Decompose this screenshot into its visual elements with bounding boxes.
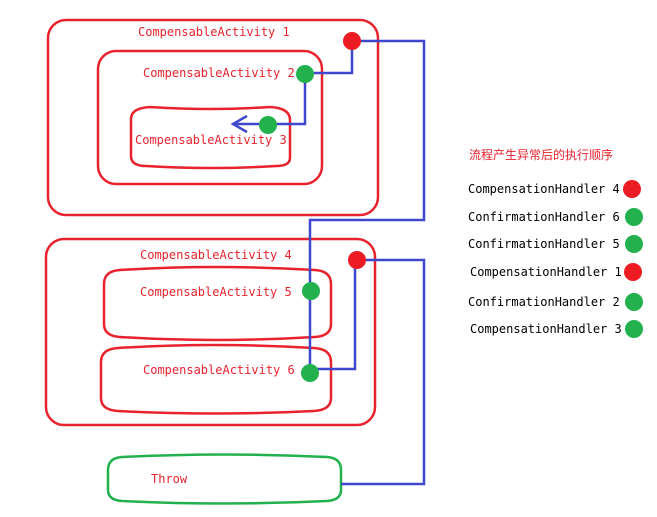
legend-item-label: CompensationHandler 1 (470, 265, 622, 279)
activity3-label: CompensableActivity 3 (135, 133, 287, 147)
legend-item-label: ConfirmationHandler 5 (468, 237, 620, 251)
activity5-box (102, 265, 333, 342)
activity5-label: CompensableActivity 5 (140, 285, 292, 299)
legend-item-dot (623, 180, 641, 198)
activity4-handler-dot (348, 251, 366, 269)
activity4-box (44, 237, 377, 427)
legend-item-label: ConfirmationHandler 2 (468, 295, 620, 309)
legend-item-label: ConfirmationHandler 6 (468, 210, 620, 224)
legend-item-dot (625, 320, 643, 338)
activity6-label: CompensableActivity 6 (143, 363, 295, 377)
activity2-handler-dot (296, 65, 314, 83)
legend-item-label: CompensationHandler 4 (468, 182, 620, 196)
activity2-label: CompensableActivity 2 (143, 66, 295, 80)
activity6-box (99, 343, 333, 415)
activity5-handler-dot (302, 282, 320, 300)
legend-title: 流程产生异常后的执行顺序 (469, 147, 613, 162)
legend-item-dot (624, 263, 642, 281)
throw-box (106, 453, 343, 505)
legend-item-label: CompensationHandler 3 (470, 322, 622, 336)
activity1-handler-dot (343, 32, 361, 50)
legend-list: CompensationHandler 4 ConfirmationHandler… (468, 180, 643, 338)
activity1-box (46, 18, 380, 217)
throw-label: Throw (151, 472, 188, 486)
activity3-handler-dot (259, 116, 277, 134)
activity4-label: CompensableActivity 4 (140, 248, 292, 262)
legend-item-dot (625, 208, 643, 226)
legend-item-dot (625, 293, 643, 311)
legend-item-dot (625, 235, 643, 253)
activity1-label: CompensableActivity 1 (138, 25, 290, 39)
activity3-box (129, 105, 292, 170)
activity6-handler-dot (301, 364, 319, 382)
execution-path-arrowhead (230, 114, 248, 134)
activity2-box (96, 49, 324, 186)
